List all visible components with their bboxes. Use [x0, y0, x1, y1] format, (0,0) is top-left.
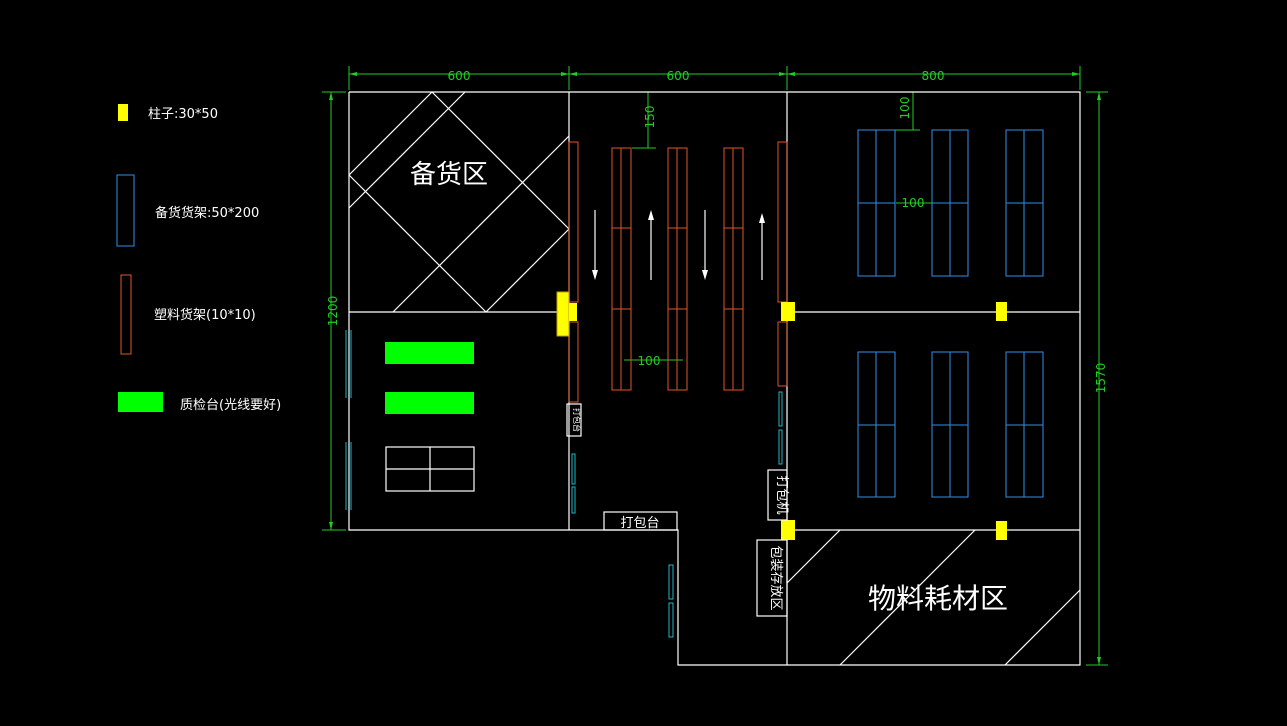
- small-pack-label: 打包台: [572, 408, 582, 432]
- stock-area-hatch: [348, 91, 570, 313]
- pack-storage-label: 包装存放区: [768, 545, 783, 610]
- table-grid: [385, 446, 475, 492]
- dim-gap-100-mid: 100: [902, 196, 925, 210]
- pillar: [996, 302, 1007, 321]
- dimension-lines: [322, 66, 1108, 666]
- legend-qc-label: 质检台(光线要好): [180, 398, 281, 413]
- legend: 柱子:30*50 备货货架:50*200 塑料货架(10*10) 质检台(光线要…: [116, 104, 281, 413]
- small-pack-table: [566, 403, 582, 437]
- window: [571, 453, 576, 485]
- qc-table: [385, 392, 474, 414]
- window: [668, 602, 674, 638]
- pillars: [556, 291, 1007, 540]
- plastic-shelf: [723, 147, 744, 391]
- stock-shelf: [857, 351, 896, 498]
- windows: [345, 330, 783, 638]
- material-area-label: 物料耗材区: [868, 582, 1008, 615]
- plastic-shelf: [667, 147, 688, 391]
- arrow-up-icon: [759, 213, 765, 280]
- pack-material-storage: [756, 539, 788, 617]
- stock-area-label: 备货区: [410, 160, 488, 190]
- dim-top-3: 800: [922, 69, 945, 83]
- window: [778, 391, 783, 427]
- legend-plastic-shelf-label: 塑料货架(10*10): [154, 307, 256, 323]
- pillar: [569, 303, 577, 321]
- dim-top-1: 600: [448, 69, 471, 83]
- dim-right: 1570: [1094, 363, 1108, 394]
- dimension-labels: 600 600 800 1200 1570 150 100 100 100: [326, 69, 1108, 393]
- dim-left: 1200: [326, 296, 340, 327]
- dim-gap-100-bottom: 100: [638, 354, 661, 368]
- stock-shelf: [931, 351, 969, 498]
- material-area-hatch: [786, 529, 1081, 666]
- qc-tables: [385, 342, 475, 492]
- pillar: [556, 291, 570, 337]
- plastic-shelf: [777, 141, 788, 387]
- stock-shelf: [1005, 129, 1044, 277]
- pack-boxes: [566, 403, 788, 617]
- legend-pillar-swatch: [118, 104, 128, 121]
- arrow-down-icon: [592, 210, 598, 280]
- pack-machine-label: 打包机: [774, 475, 789, 514]
- qc-table: [385, 342, 474, 364]
- stock-shelf: [931, 129, 969, 277]
- legend-stock-shelf-swatch: [116, 174, 135, 247]
- window: [345, 442, 352, 510]
- window: [571, 486, 576, 514]
- arrow-down-icon: [702, 210, 708, 280]
- arrow-up-icon: [648, 210, 654, 280]
- legend-plastic-shelf-swatch: [120, 274, 132, 355]
- dim-gap-150: 150: [643, 106, 657, 129]
- plastic-shelves: [568, 141, 788, 403]
- legend-pillar-label: 柱子:30*50: [148, 107, 218, 122]
- area-labels: 备货区 物料耗材区 打包台 打包机 包装存放区 打包台: [410, 160, 1008, 615]
- pack-table-label: 打包台: [620, 516, 659, 531]
- window: [778, 429, 783, 465]
- plastic-shelf: [611, 147, 632, 391]
- stock-shelves: [857, 129, 1044, 498]
- pillar: [781, 520, 795, 540]
- legend-qc-swatch: [118, 392, 163, 412]
- legend-stock-shelf-label: 备货货架:50*200: [155, 205, 259, 221]
- window: [345, 330, 352, 398]
- stock-shelf: [857, 129, 896, 277]
- window: [668, 564, 674, 600]
- flow-arrows: [592, 210, 765, 280]
- dim-gap-100-top: 100: [898, 97, 912, 120]
- pack-machine: [767, 469, 788, 521]
- dim-top-2: 600: [667, 69, 690, 83]
- plastic-shelf: [568, 141, 579, 403]
- stock-shelf: [1005, 351, 1044, 498]
- pillar: [781, 302, 795, 321]
- pack-table: [603, 511, 678, 531]
- pillar: [996, 521, 1007, 540]
